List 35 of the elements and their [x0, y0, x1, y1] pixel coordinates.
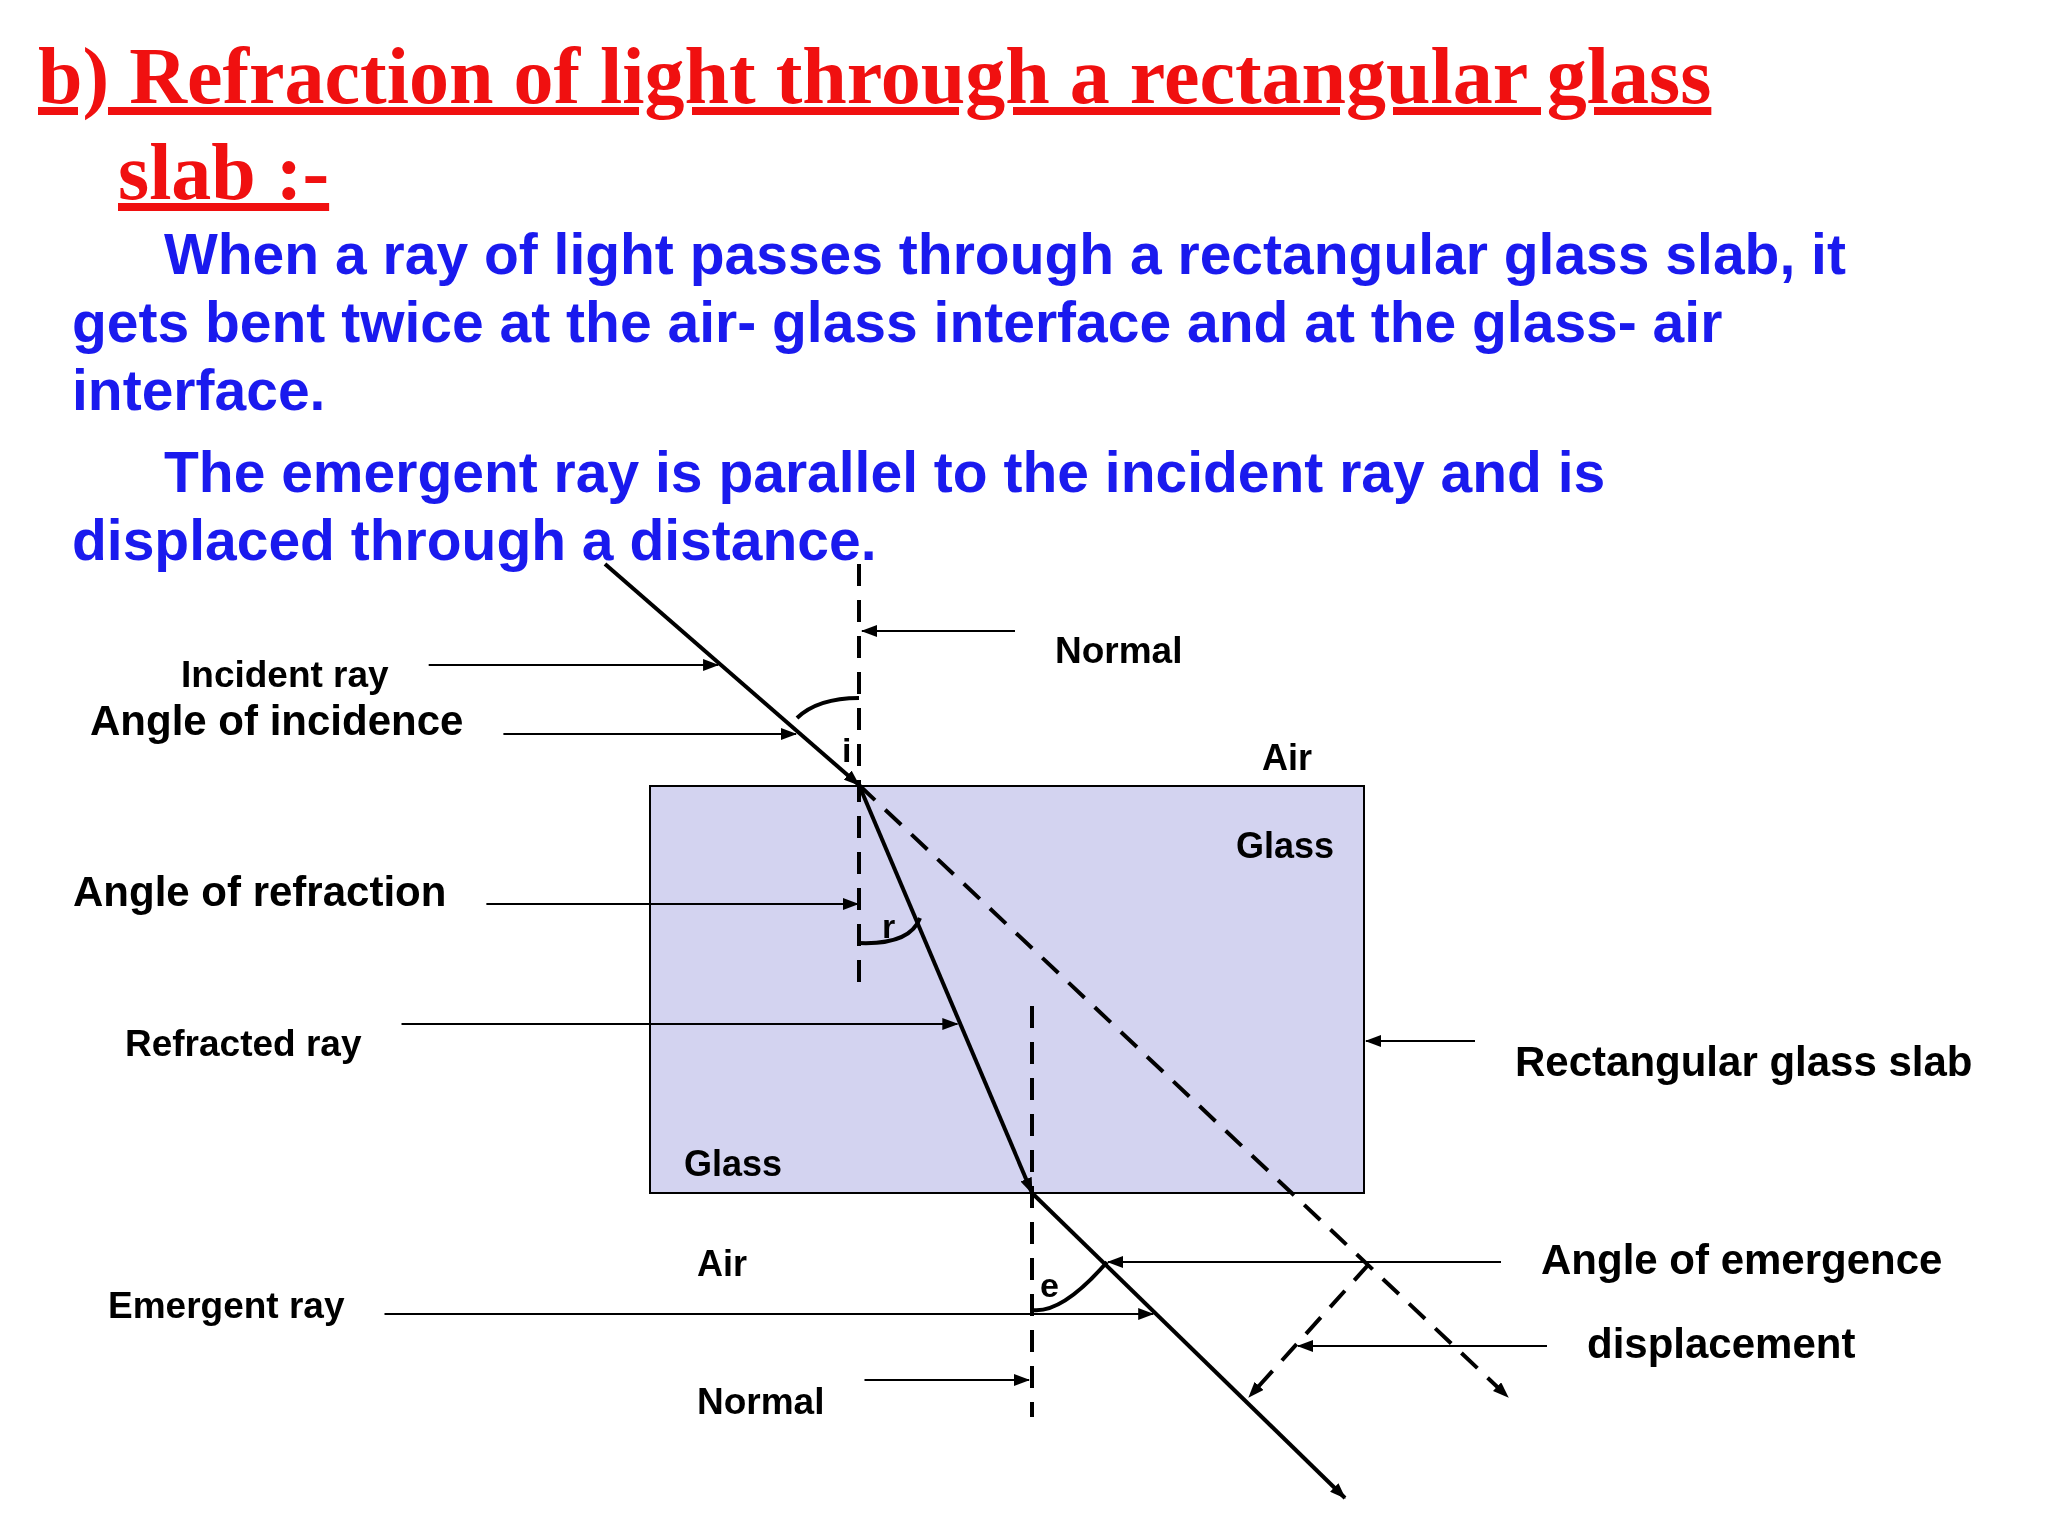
- paragraph: When a ray of light passes through a rectangular glass slab, it gets bent twice at the air- glass interface and at the glass- air interface.: [72, 221, 1847, 424]
- part-label: Refracted ray: [125, 1024, 362, 1062]
- displacement-line: [1247, 1262, 1371, 1399]
- leader-line: [400, 1018, 959, 1030]
- angle-arc: [858, 917, 922, 946]
- leader-line: [383, 1308, 1155, 1320]
- angle-symbol: i: [842, 733, 852, 768]
- leader-line: [1107, 1256, 1502, 1268]
- leader-line: [863, 1374, 1030, 1386]
- leader-line: [1297, 1340, 1548, 1352]
- part-label: displacement: [1587, 1322, 1856, 1365]
- normal-line: [1030, 1006, 1034, 1417]
- medium-label: Glass: [1236, 828, 1335, 865]
- angle-arc: [1031, 1260, 1109, 1313]
- leader-line: [1365, 1035, 1476, 1047]
- glass-slab: [649, 785, 1365, 1194]
- part-label: Rectangular glass slab: [1515, 1040, 1973, 1083]
- leader-line: [502, 728, 797, 740]
- angle-symbol: e: [1040, 1268, 1059, 1303]
- paragraph: The emergent ray is parallel to the incident ray and is displaced through a distance.: [72, 439, 1607, 574]
- angle-symbol: r: [882, 909, 896, 944]
- leader-line: [485, 898, 859, 910]
- medium-label: Air: [697, 1246, 747, 1283]
- part-label: Angle of incidence: [90, 699, 464, 742]
- part-label: Incident ray: [181, 655, 389, 693]
- part-label: Normal: [697, 1382, 825, 1420]
- part-label: Angle of emergence: [1541, 1238, 1943, 1281]
- slide-title: b) Refraction of light through a rectangular glass slab :-: [38, 31, 1713, 218]
- leader-line: [861, 625, 1016, 637]
- medium-label: Glass: [684, 1146, 783, 1183]
- part-label: Normal: [1055, 631, 1183, 669]
- medium-label: Air: [1262, 740, 1312, 777]
- part-label: Emergent ray: [108, 1286, 345, 1324]
- part-label: Angle of refraction: [73, 870, 447, 913]
- leader-line: [427, 659, 720, 671]
